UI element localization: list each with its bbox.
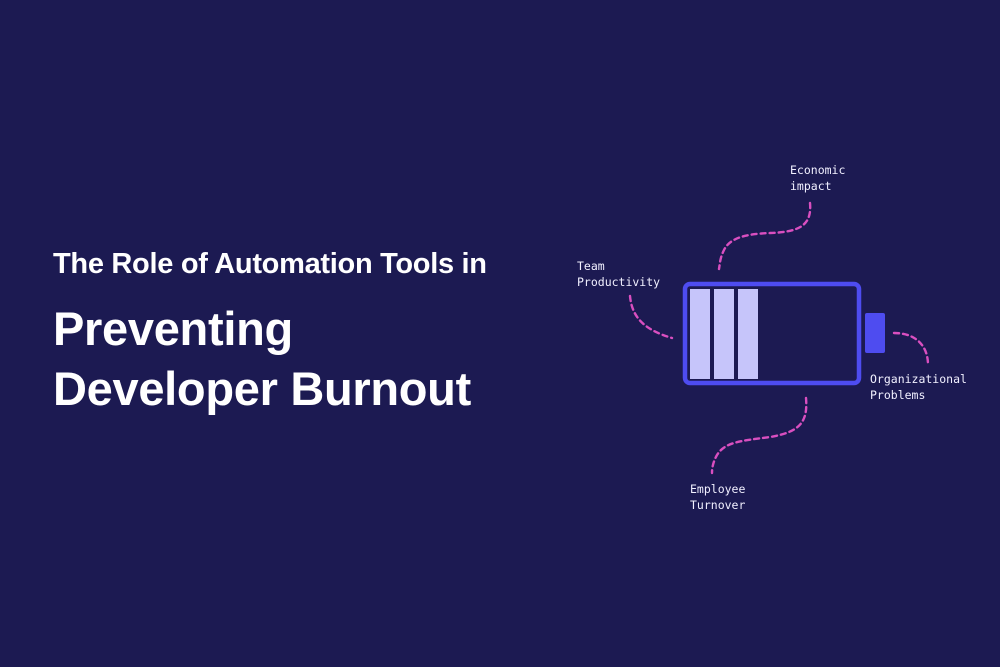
battery-outline [682, 281, 862, 386]
battery-icon [682, 281, 885, 386]
title-headline: Preventing Developer Burnout [53, 299, 471, 419]
title-line-3: Developer Burnout [53, 362, 471, 415]
label-employee-turnover: Employee Turnover [690, 481, 745, 513]
label-team-line-2: Productivity [577, 275, 661, 289]
battery-cell-3 [738, 289, 758, 379]
label-employee-line-2: Turnover [690, 498, 746, 512]
label-team-productivity: Team Productivity [577, 258, 660, 290]
label-org-line-1: Organizational [870, 372, 967, 386]
label-economic-line-1: Economic [790, 163, 846, 177]
connector-economic [717, 201, 812, 271]
label-organizational-problems: Organizational Problems [870, 371, 967, 403]
label-org-line-2: Problems [870, 388, 926, 402]
label-employee-line-1: Employee [690, 482, 746, 496]
battery-cell-2 [714, 289, 734, 379]
battery-cell-1 [690, 289, 710, 379]
connector-organizational [892, 331, 930, 367]
label-economic-line-2: impact [790, 179, 832, 193]
battery-terminal [865, 313, 885, 353]
title-line-1: The Role of Automation Tools in [53, 248, 487, 280]
label-team-line-1: Team [577, 259, 605, 273]
title-line-2: Preventing [53, 302, 293, 355]
connector-team [628, 294, 674, 340]
label-economic-impact: Economic impact [790, 162, 845, 194]
connector-employee [710, 396, 808, 475]
